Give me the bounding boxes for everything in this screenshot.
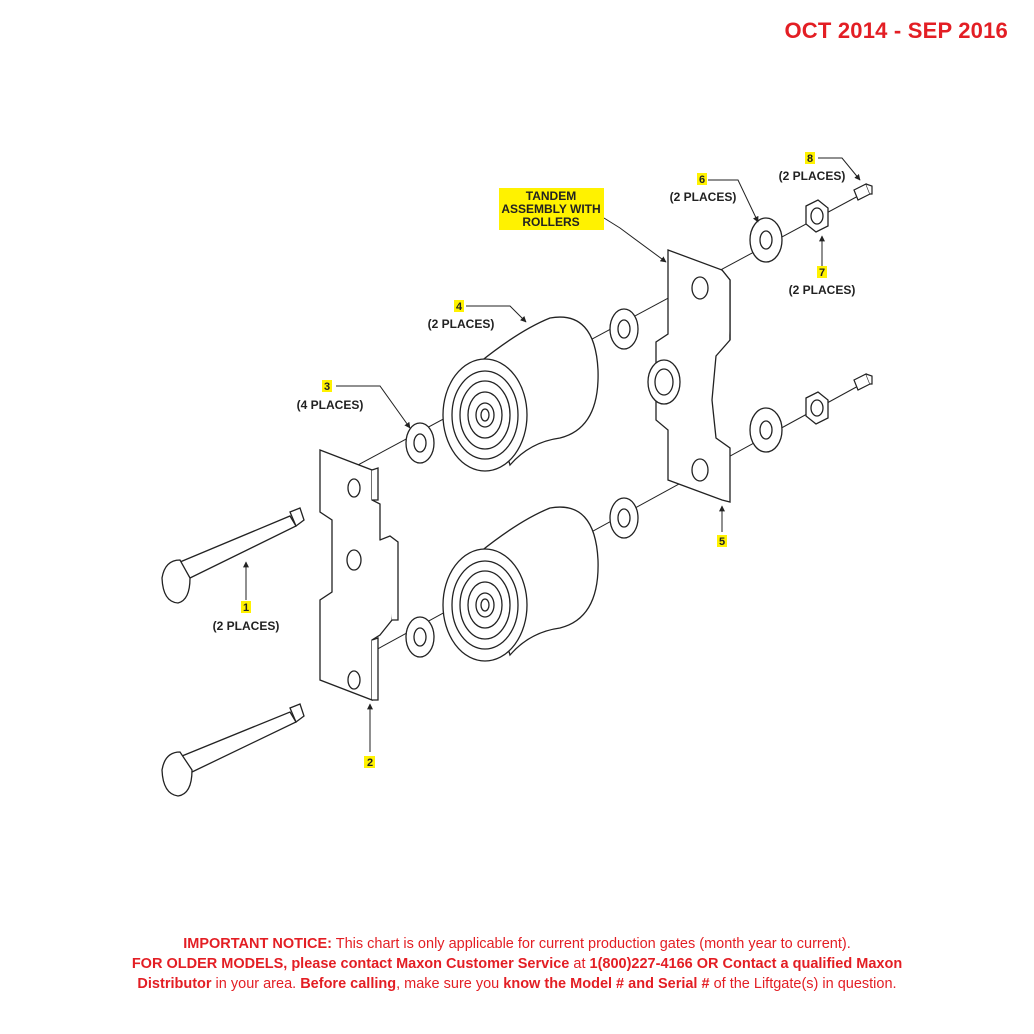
callout-5: 5 xyxy=(717,535,727,548)
callout-7-places: (2 PLACES) xyxy=(789,283,856,297)
callout-6-number: 6 xyxy=(699,174,705,186)
notice-before-calling: Before calling xyxy=(300,976,397,992)
notice-line-1: IMPORTANT NOTICE: This chart is only app… xyxy=(0,934,1034,954)
notice-line-2-text: at xyxy=(569,956,590,972)
callout-3-number: 3 xyxy=(324,381,330,393)
grease-fitting-upper xyxy=(853,183,873,201)
callout-3-places: (4 PLACES) xyxy=(297,398,364,412)
notice-line-3-text-2: , make sure you xyxy=(396,976,504,992)
nut-lower xyxy=(805,391,829,425)
notice-line-3: Distributor in your area. Before calling… xyxy=(0,974,1034,994)
notice-line-2: FOR OLDER MODELS, please contact Maxon C… xyxy=(0,954,1034,974)
callout-5-number: 5 xyxy=(719,536,725,548)
callout-4-places: (2 PLACES) xyxy=(428,317,495,331)
roller-upper xyxy=(442,316,599,472)
notice-line-3-text-1: in your area. xyxy=(211,976,301,992)
washer-middle-upper xyxy=(609,308,639,350)
notice-distributor: Distributor xyxy=(137,976,212,992)
washer-left-upper xyxy=(405,422,435,464)
callout-2-number: 2 xyxy=(367,757,373,769)
callout-tandem-assembly: TANDEM ASSEMBLY WITH ROLLERS xyxy=(499,188,604,230)
notice-line-3-text-3: of the Liftgate(s) in question. xyxy=(709,976,897,992)
callout-7: 7 (2 PLACES) xyxy=(789,266,856,297)
callout-1-number: 1 xyxy=(243,602,249,614)
notice-line-1-text: This chart is only applicable for curren… xyxy=(331,936,851,952)
callout-4-number: 4 xyxy=(456,301,463,313)
important-notice: IMPORTANT NOTICE: This chart is only app… xyxy=(0,934,1034,994)
grease-fitting-lower xyxy=(853,373,873,391)
leader-lines xyxy=(243,157,861,752)
washer-right-upper xyxy=(749,217,783,263)
date-range-heading: OCT 2014 - SEP 2016 xyxy=(784,18,1008,43)
nut-upper xyxy=(805,199,829,233)
notice-model-serial: know the Model # and Serial # xyxy=(503,976,710,992)
notice-older-models: FOR OLDER MODELS, please contact Maxon C… xyxy=(131,956,570,972)
callout-3: 3 (4 PLACES) xyxy=(297,380,364,412)
left-mounting-plate xyxy=(319,449,399,701)
tandem-label-line3: ROLLERS xyxy=(522,215,579,229)
pin-lower xyxy=(161,703,305,797)
washer-middle-lower xyxy=(609,497,639,539)
callout-6-places: (2 PLACES) xyxy=(670,190,737,204)
callout-8: 8 (2 PLACES) xyxy=(779,152,846,183)
notice-heading: IMPORTANT NOTICE: xyxy=(183,936,332,952)
pin-upper xyxy=(161,507,305,604)
callout-7-number: 7 xyxy=(819,267,825,279)
right-mounting-plate xyxy=(647,249,731,503)
callout-8-places: (2 PLACES) xyxy=(779,169,846,183)
tandem-label-line2: ASSEMBLY WITH xyxy=(501,202,600,216)
roller-lower xyxy=(442,506,599,662)
callout-8-number: 8 xyxy=(807,153,813,165)
callout-2: 2 xyxy=(364,756,375,769)
callout-1: 1 (2 PLACES) xyxy=(213,601,280,633)
tandem-label-line1: TANDEM xyxy=(526,189,576,203)
callout-1-places: (2 PLACES) xyxy=(213,619,280,633)
washer-right-lower xyxy=(749,407,783,453)
notice-phone: 1(800)227-4166 OR Contact a qualified Ma… xyxy=(589,956,903,972)
washer-left-lower xyxy=(405,616,435,658)
callout-4: 4 (2 PLACES) xyxy=(428,300,495,331)
callout-6: 6 (2 PLACES) xyxy=(670,173,737,204)
